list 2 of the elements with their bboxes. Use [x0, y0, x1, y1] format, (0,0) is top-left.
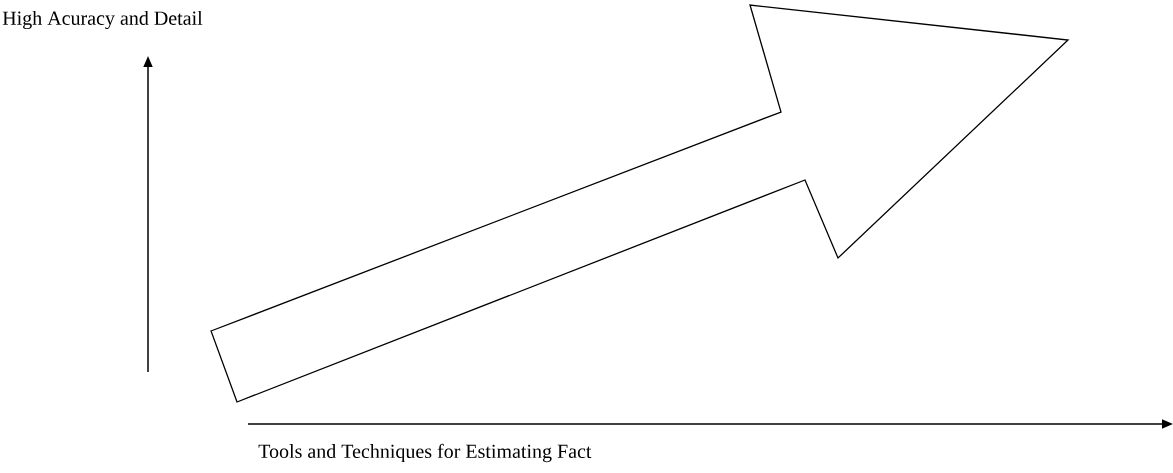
- axis-label: Tools and Techniques for Estimating Fact: [258, 443, 592, 463]
- axis-label: High Acuracy and Detail: [2, 10, 203, 30]
